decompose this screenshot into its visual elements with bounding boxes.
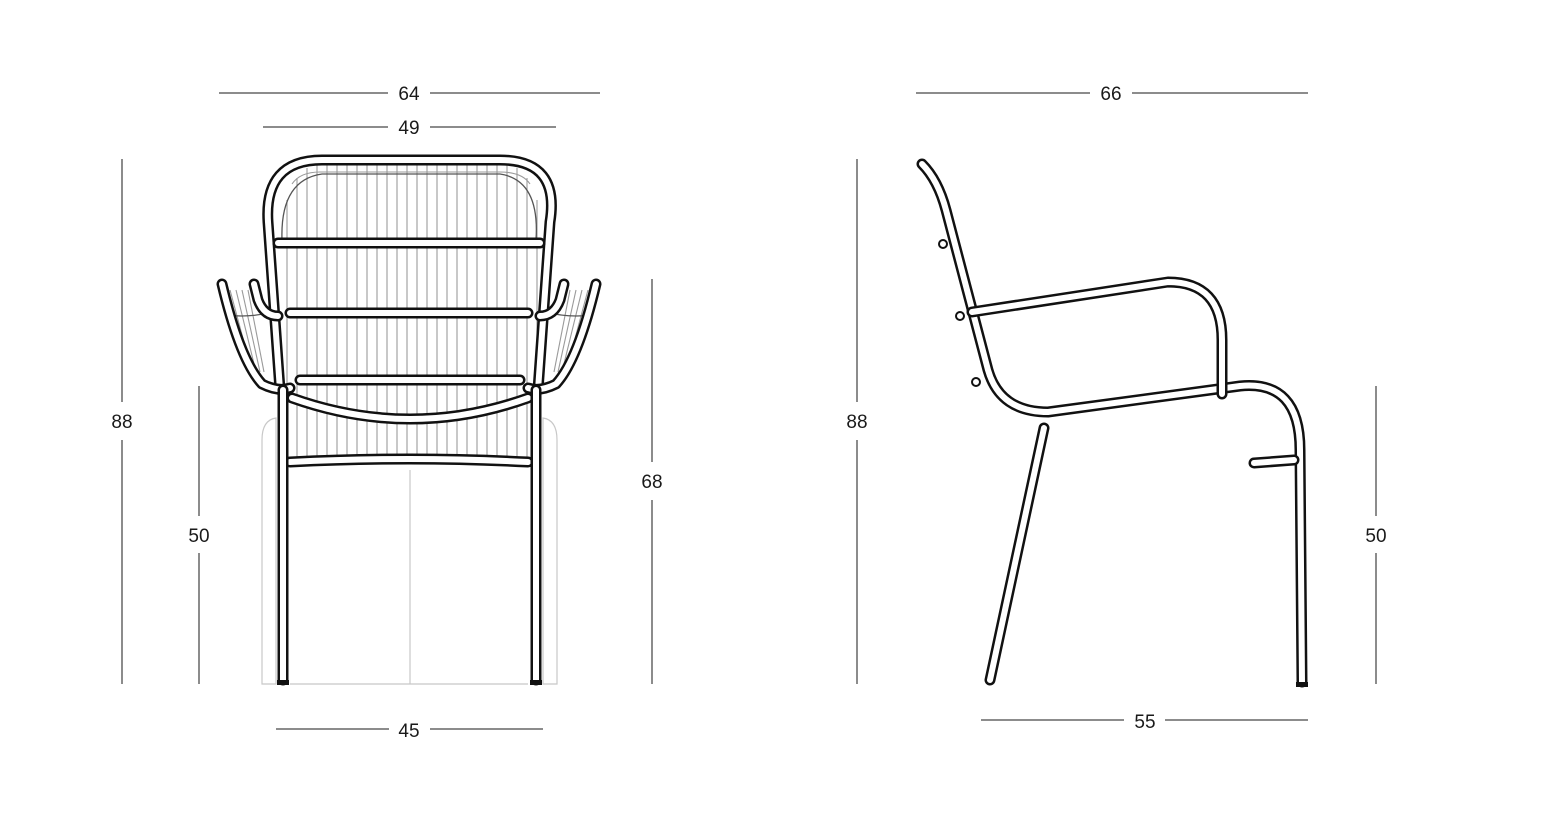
dimension-overall-height-front: 88 xyxy=(111,159,133,684)
dimension-overall-height-side: 88 xyxy=(846,159,868,684)
dimension-backrest-width: 49 xyxy=(263,118,556,139)
dimension-armrest-height-label: 68 xyxy=(641,472,662,493)
dimension-seat-height-side-label: 50 xyxy=(1365,526,1386,547)
dimension-seat-height-side: 50 xyxy=(1365,386,1387,684)
dimension-overall-width: 64 xyxy=(219,84,600,105)
side-back-frame xyxy=(916,158,1308,688)
dimension-overall-height-side-label: 88 xyxy=(846,412,867,433)
dimension-overall-height-front-label: 88 xyxy=(111,412,132,433)
side-front-leg xyxy=(984,422,1050,686)
dimension-backrest-width-label: 49 xyxy=(398,118,419,139)
dimension-seat-height-front: 50 xyxy=(188,386,210,684)
front-rear-legs xyxy=(261,417,558,685)
front-legs xyxy=(277,384,542,686)
dimension-overall-width-label: 64 xyxy=(398,84,420,105)
dimension-seat-depth: 55 xyxy=(981,712,1308,733)
side-armrest xyxy=(966,276,1228,400)
dimension-overall-depth-label: 66 xyxy=(1100,84,1121,105)
dimension-seat-height-front-label: 50 xyxy=(188,526,209,547)
side-rail-ends xyxy=(938,239,981,387)
dimension-overall-depth: 66 xyxy=(916,84,1308,105)
side-stacking-stub xyxy=(1248,454,1300,469)
front-seat-edge xyxy=(284,392,534,468)
dimension-seat-width-label: 45 xyxy=(398,721,419,742)
backrest-frame xyxy=(262,154,557,396)
dimension-armrest-height: 68 xyxy=(641,279,663,684)
dimension-seat-width: 45 xyxy=(276,721,543,742)
side-view: 66 55 88 50 xyxy=(846,84,1386,733)
backrest-rails xyxy=(272,237,546,386)
dimension-seat-depth-label: 55 xyxy=(1134,712,1155,733)
front-view: 64 49 45 88 50 68 xyxy=(111,84,662,742)
